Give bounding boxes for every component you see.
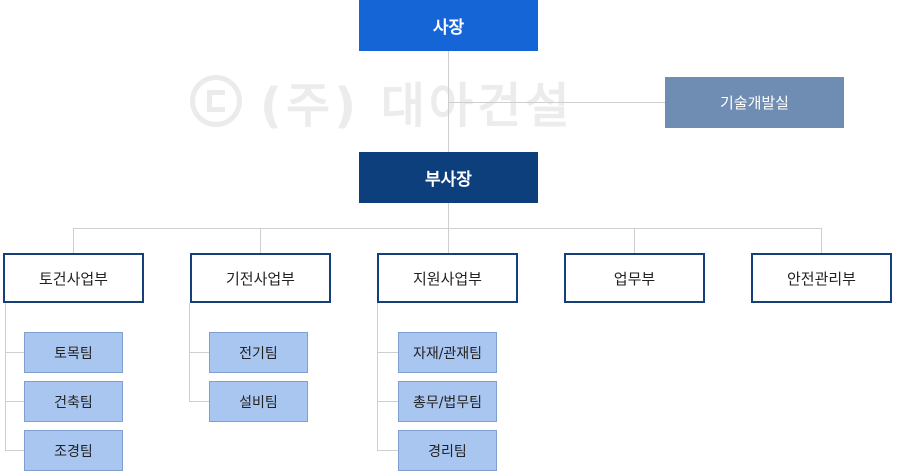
- company-watermark: (주) 대아건설: [190, 68, 640, 134]
- connector-team-3-2: [377, 401, 398, 402]
- connector-dept-1: [73, 228, 74, 253]
- watermark-text: (주) 대아건설: [260, 78, 574, 134]
- team-box-accounting: 경리팀: [398, 430, 497, 471]
- connector-rnd: [448, 102, 665, 103]
- company-logo-icon: [190, 75, 242, 127]
- connector-teams-3: [377, 303, 378, 451]
- dept-box-electrical-mechanical: 기전사업부: [190, 253, 331, 303]
- team-box-materials: 자재/관재팀: [398, 332, 497, 373]
- connector-team-3-3: [377, 450, 398, 451]
- connector-team-1-1: [5, 352, 25, 353]
- connector-teams-1: [5, 303, 6, 451]
- dept-box-operations: 업무부: [564, 253, 705, 303]
- connector-dept-5: [821, 228, 822, 253]
- team-box-civil: 토목팀: [24, 332, 123, 373]
- team-box-architecture: 건축팀: [24, 381, 123, 422]
- connector-dept-2: [260, 228, 261, 253]
- dept-box-safety: 안전관리부: [751, 253, 892, 303]
- team-box-facilities: 설비팀: [209, 381, 308, 422]
- connector-dept-bar: [73, 228, 822, 229]
- ceo-box: 사장: [359, 0, 538, 51]
- rnd-box: 기술개발실: [665, 77, 844, 128]
- team-box-electrical: 전기팀: [209, 332, 308, 373]
- connector-dept-3: [448, 228, 449, 253]
- team-box-landscape: 조경팀: [24, 430, 123, 471]
- connector-team-1-3: [5, 450, 25, 451]
- connector-team-1-2: [5, 401, 25, 402]
- connector-ceo-vp: [448, 51, 449, 152]
- dept-box-support: 지원사업부: [377, 253, 518, 303]
- connector-team-2-2: [189, 401, 209, 402]
- connector-vp-down: [448, 203, 449, 228]
- dept-box-civil-construction: 토건사업부: [3, 253, 144, 303]
- connector-team-3-1: [377, 352, 398, 353]
- team-box-general-affairs-legal: 총무/법무팀: [398, 381, 497, 422]
- vice-president-box: 부사장: [359, 152, 538, 203]
- connector-dept-4: [634, 228, 635, 253]
- connector-team-2-1: [189, 352, 209, 353]
